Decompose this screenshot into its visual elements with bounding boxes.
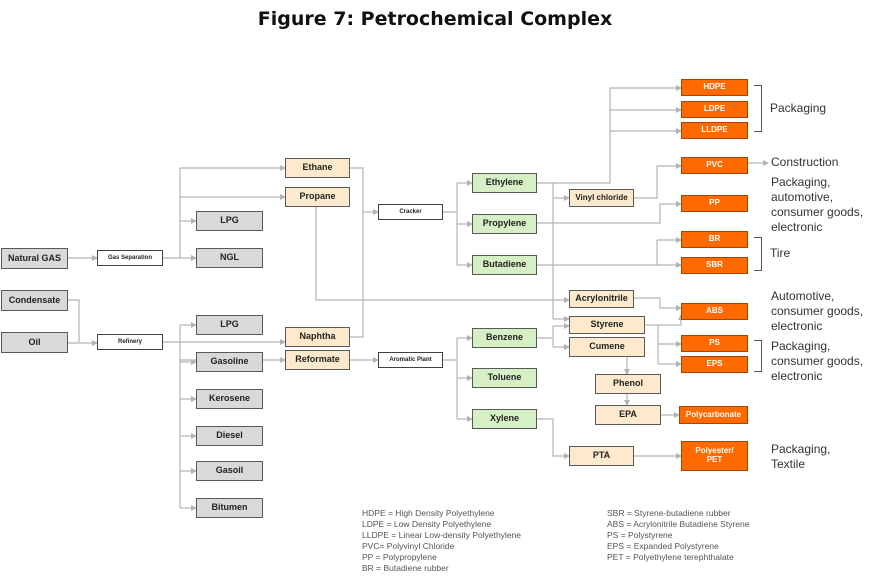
node-ldpe: LDPE bbox=[681, 101, 748, 118]
node-hdpe: HDPE bbox=[681, 79, 748, 96]
line bbox=[645, 314, 684, 326]
node-natural-gas: Natural GAS bbox=[1, 248, 68, 269]
line bbox=[315, 207, 570, 303]
node-styrene: Styrene bbox=[569, 316, 645, 334]
node-benzene: Benzene bbox=[472, 328, 537, 348]
bracket-ps bbox=[754, 340, 762, 372]
node-cracker: Cracker bbox=[378, 204, 443, 220]
node-lldpe: LLDPE bbox=[681, 122, 748, 139]
node-refinery: Refinery bbox=[97, 334, 163, 350]
node-ngl: NGL bbox=[196, 248, 263, 268]
node-oil: Oil bbox=[1, 332, 68, 353]
node-vinyl-chloride: Vinyl chloride bbox=[569, 189, 634, 207]
node-butadiene: Butadiene bbox=[472, 255, 537, 275]
node-gas-separation: Gas Separation bbox=[97, 250, 163, 266]
legend-left: HDPE = High Density Polyethylene LDPE = … bbox=[362, 508, 521, 574]
node-aromatic-plant: Aromatic Plant bbox=[378, 352, 443, 368]
line bbox=[443, 183, 458, 265]
use-packaging-textile: Packaging, Textile bbox=[771, 442, 831, 471]
node-lpg-refinery: LPG bbox=[196, 315, 263, 335]
node-eps: EPS bbox=[681, 356, 748, 373]
legend-item: LDPE = Low Density Polyethylene bbox=[362, 519, 492, 529]
node-pvc: PVC bbox=[681, 157, 748, 174]
node-sbr: SBR bbox=[681, 257, 748, 274]
node-ps: PS bbox=[681, 335, 748, 352]
legend-item: HDPE = High Density Polyethylene bbox=[362, 508, 495, 518]
node-lpg-gas: LPG bbox=[196, 211, 263, 231]
node-polycarbonate: Polycarbonate bbox=[679, 406, 748, 424]
node-propane: Propane bbox=[285, 187, 350, 207]
use-packaging-consumer: Packaging, consumer goods, electronic bbox=[771, 339, 864, 383]
line bbox=[68, 299, 80, 342]
use-packaging: Packaging bbox=[770, 101, 827, 115]
node-ethane: Ethane bbox=[285, 158, 350, 178]
use-packaging-automotive: Packaging, automotive, consumer goods, e… bbox=[771, 175, 864, 234]
node-epa: EPA bbox=[595, 405, 661, 425]
node-pta: PTA bbox=[569, 446, 634, 466]
node-polyester-pet: Polyester/ PET bbox=[681, 441, 748, 471]
line bbox=[537, 418, 570, 459]
node-abs: ABS bbox=[681, 303, 748, 320]
node-br: BR bbox=[681, 231, 748, 248]
node-gasoil: Gasoil bbox=[196, 461, 263, 481]
line bbox=[537, 201, 682, 224]
legend-right: SBR = Styrene-butadiene rubber ABS = Acr… bbox=[607, 508, 749, 563]
line bbox=[443, 338, 458, 419]
legend-item: EPS = Expanded Polystyrene bbox=[607, 541, 719, 551]
node-bitumen: Bitumen bbox=[196, 498, 263, 518]
node-ethylene: Ethylene bbox=[472, 173, 537, 193]
legend-item: BR = Butadiene rubber bbox=[362, 563, 449, 573]
node-gasoline: Gasoline bbox=[196, 352, 263, 372]
node-reformate: Reformate bbox=[285, 350, 350, 370]
line bbox=[634, 163, 682, 199]
legend-item: PS = Polystyrene bbox=[607, 530, 673, 540]
node-kerosene: Kerosene bbox=[196, 389, 263, 409]
figure-title: Figure 7: Petrochemical Complex bbox=[257, 8, 613, 30]
use-automotive: Automotive, consumer goods, electronic bbox=[771, 289, 864, 333]
use-tire: Tire bbox=[770, 246, 791, 260]
legend-item: SBR = Styrene-butadiene rubber bbox=[607, 508, 731, 518]
legend-item: PVC= Polyvinyl Chloride bbox=[362, 541, 455, 551]
node-naphtha: Naphtha bbox=[285, 327, 350, 347]
bracket-tire bbox=[754, 237, 762, 271]
legend-item: ABS = Acrylonitrile Butadiene Styrene bbox=[607, 519, 750, 529]
use-construction: Construction bbox=[771, 155, 839, 169]
line bbox=[634, 297, 682, 311]
line bbox=[553, 85, 682, 184]
legend-item: LLDPE = Linear Low-density Polyethylene bbox=[362, 530, 521, 540]
node-condensate: Condensate bbox=[1, 290, 68, 311]
line bbox=[537, 326, 554, 347]
line bbox=[163, 168, 181, 259]
node-xylene: Xylene bbox=[472, 409, 537, 429]
node-pp: PP bbox=[681, 195, 748, 212]
legend-item: PET = Polyethylene terephthalate bbox=[607, 552, 734, 562]
node-acrylonitrile: Acrylonitrile bbox=[569, 290, 634, 308]
bracket-packaging bbox=[754, 85, 762, 132]
node-phenol: Phenol bbox=[595, 374, 661, 394]
node-toluene: Toluene bbox=[472, 368, 537, 388]
line bbox=[537, 182, 554, 319]
line bbox=[350, 167, 364, 338]
node-propylene: Propylene bbox=[472, 214, 537, 234]
node-diesel: Diesel bbox=[196, 426, 263, 446]
legend-item: PP = Polypropylene bbox=[362, 552, 437, 562]
node-cumene: Cumene bbox=[569, 337, 645, 357]
